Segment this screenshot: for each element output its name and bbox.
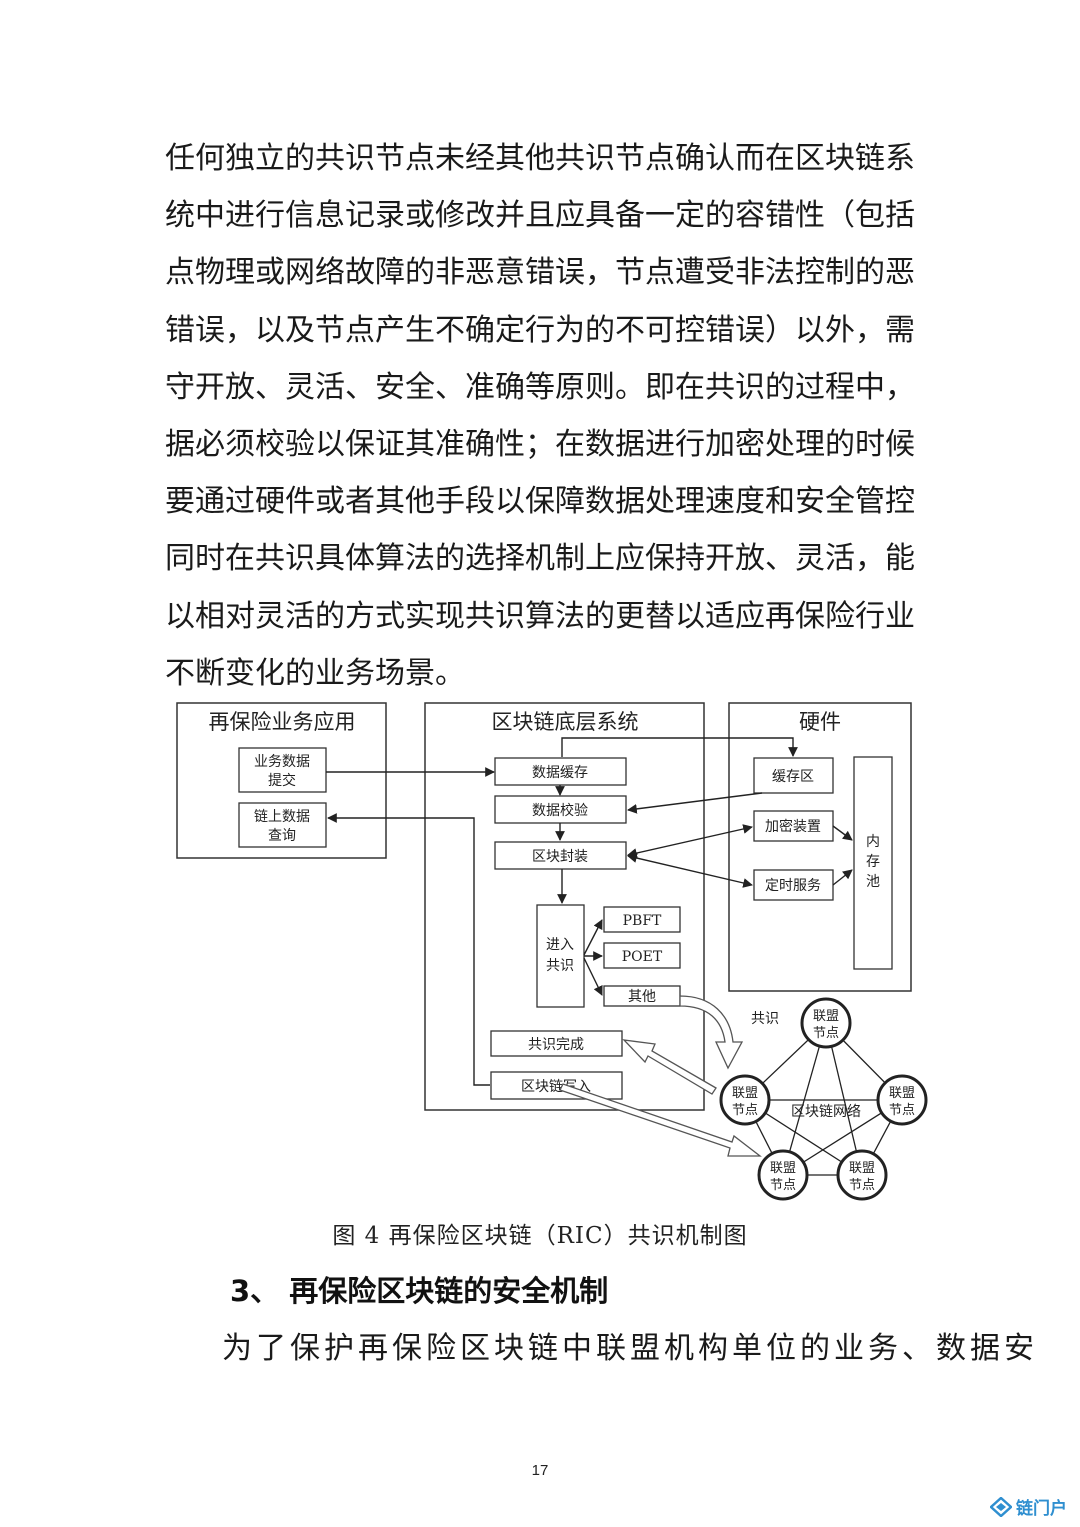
consensus-done-label: 共识完成	[528, 1037, 584, 1053]
chain-section-frame	[424, 702, 705, 1111]
memory-pool-label-2: 存	[866, 854, 880, 870]
body-line: 据必须校验以保证其准确性；在数据进行加密处理的时候需	[165, 426, 915, 462]
body-line: 统中进行信息记录或修改并且应具备一定的容错性（包括节	[165, 198, 915, 234]
memory-pool-label-1: 内	[866, 834, 880, 850]
cache-label: 数据缓存	[532, 765, 588, 781]
corner-logo: 链门户	[990, 1494, 1067, 1519]
algo-poet-label: POET	[622, 949, 663, 965]
submit-label-1: 业务数据	[254, 754, 310, 770]
node-label-1: 联盟	[889, 1086, 915, 1101]
consensus-diagram: 再保险业务应用 区块链底层系统 硬件 业务数据 提交 链上数据 查询 数据缓存 …	[176, 702, 928, 1201]
app-section-title: 再保险业务应用	[209, 710, 356, 734]
node-label-1: 联盟	[770, 1161, 796, 1176]
consensus-entry-label-1: 进入	[546, 937, 574, 953]
body-line: 同时在共识具体算法的选择机制上应保持开放、灵活，能够	[165, 541, 915, 577]
cache-to-cache-area-arrow	[561, 737, 798, 757]
node-label-2: 节点	[849, 1178, 875, 1193]
node-label-1: 联盟	[849, 1161, 875, 1176]
node-label-1: 联盟	[732, 1086, 758, 1101]
write-to-query-arrow	[327, 813, 490, 1086]
node-label-2: 节点	[813, 1026, 839, 1041]
write-to-network-arrow	[559, 1083, 762, 1157]
chain-section-title: 区块链底层系统	[492, 710, 639, 734]
network-to-done-arrow	[622, 1039, 717, 1095]
network-consensus-label: 共识	[751, 1011, 779, 1027]
node-label-2: 节点	[770, 1178, 796, 1193]
cache-area-box	[753, 757, 834, 794]
body-line: 以相对灵活的方式实现共识算法的更替以适应再保险行业	[165, 598, 915, 634]
seal-label: 区块封装	[532, 849, 588, 865]
cache-area-label: 缓存区	[772, 769, 814, 785]
figure-caption: 图 4 再保险区块链（RIC）共识机制图	[332, 1223, 748, 1249]
to-other-arrow	[583, 957, 603, 996]
timer-label: 定时服务	[765, 878, 821, 894]
body-line: 任何独立的共识节点未经其他共识节点确认而在区块链系	[165, 141, 915, 176]
submit-label-2: 提交	[268, 772, 296, 789]
next-paragraph-line: 为了保护再保险区块链中联盟机构单位的业务、数据安	[222, 1331, 1038, 1366]
timer-box	[753, 869, 834, 901]
algo-other-label: 其他	[628, 989, 656, 1005]
encrypt-box	[753, 810, 834, 842]
algo-pbft-label: PBFT	[623, 913, 662, 929]
page-number: 17	[531, 1462, 549, 1479]
memory-pool-box	[853, 756, 893, 970]
memory-pool-label-3: 池	[866, 874, 880, 890]
network-center-label: 区块链网络	[791, 1104, 861, 1120]
alliance-node: 联盟 节点	[836, 1149, 888, 1201]
algo-pbft-box	[603, 906, 681, 933]
alliance-node: 联盟 节点	[757, 1149, 809, 1201]
chain-write-box	[490, 1071, 623, 1100]
node-label-1: 联盟	[813, 1009, 839, 1024]
cache-box	[494, 757, 627, 786]
corner-logo-text: 链门户	[1016, 1499, 1067, 1519]
other-to-network-arrow	[679, 995, 744, 1070]
node-label-2: 节点	[732, 1103, 758, 1118]
body-line: 错误，以及节点产生不确定行为的不可控错误）以外，需遵	[165, 312, 915, 348]
alliance-node: 联盟 节点	[800, 997, 852, 1049]
consensus-entry-label-2: 共识	[546, 958, 574, 974]
app-section-frame	[176, 702, 387, 859]
body-line: 要通过硬件或者其他手段以保障数据处理速度和安全管控；	[165, 484, 915, 520]
query-box	[238, 802, 327, 848]
seal-timer-arrow	[627, 853, 753, 888]
body-line: 点物理或网络故障的非恶意错误，节点遭受非法控制的恶意	[165, 255, 915, 291]
alliance-node: 联盟 节点	[719, 1074, 771, 1126]
timer-to-pool-arrow	[832, 869, 853, 886]
alliance-node: 联盟 节点	[876, 1074, 928, 1126]
query-label-1: 链上数据	[254, 809, 310, 825]
section-heading: 3、 再保险区块链的安全机制	[230, 1274, 609, 1308]
encrypt-label: 加密装置	[765, 818, 821, 835]
consensus-entry-box	[536, 904, 585, 1008]
consensus-done-box	[490, 1030, 623, 1057]
seal-box	[494, 841, 627, 870]
body-paragraph: 任何独立的共识节点未经其他共识节点确认而在区块链系 统中进行信息记录或修改并且应…	[165, 130, 915, 702]
submit-box	[238, 747, 327, 793]
query-label-2: 查询	[268, 828, 296, 844]
body-line: 守开放、灵活、安全、准确等原则。即在共识的过程中，数	[165, 369, 915, 405]
node-label-2: 节点	[889, 1103, 915, 1118]
encrypt-to-pool-arrow	[832, 825, 853, 841]
algo-poet-box	[603, 942, 681, 969]
cache-area-to-verify-arrow	[627, 792, 763, 814]
verify-label: 数据校验	[532, 802, 588, 819]
hardware-section-title: 硬件	[799, 710, 841, 734]
to-pbft-arrow	[583, 919, 603, 956]
body-line: 不断变化的业务场景。	[165, 655, 465, 691]
diamond-logo-icon	[990, 1496, 1012, 1517]
seal-encrypt-arrow	[627, 824, 753, 858]
